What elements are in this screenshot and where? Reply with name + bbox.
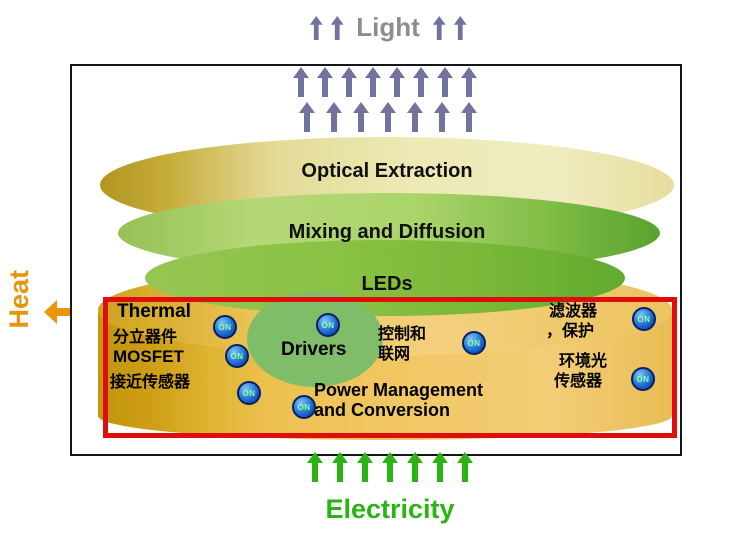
module-control-networking-label-line1: 控制和 bbox=[378, 326, 427, 343]
up-arrow-icon bbox=[330, 15, 344, 40]
layer-leds-label: LEDs bbox=[361, 273, 413, 295]
on-badge-label: ON bbox=[321, 320, 335, 330]
left-arrow-icon bbox=[44, 300, 74, 324]
light-label-row: Light bbox=[308, 12, 468, 43]
up-arrow-icon bbox=[299, 102, 315, 134]
up-arrow-icon bbox=[317, 67, 333, 97]
up-arrow-icon bbox=[432, 15, 446, 40]
up-arrow-icon bbox=[332, 452, 348, 482]
up-arrow-icon bbox=[365, 67, 381, 97]
module-mosfet-label: MOSFET bbox=[113, 347, 184, 366]
on-badge-proximity-sensor[interactable]: ON bbox=[237, 381, 261, 405]
heat-label: Heat bbox=[4, 270, 34, 329]
on-badge-thermal[interactable]: ON bbox=[213, 315, 237, 339]
electricity-arrow-row bbox=[307, 452, 473, 482]
light-flow-arrow-row-lower bbox=[299, 102, 477, 134]
on-badge-label: ON bbox=[297, 402, 311, 412]
module-control-networking-label-line2: 联网 bbox=[378, 346, 411, 363]
up-arrow-icon bbox=[407, 452, 423, 482]
on-badge-ambient-light-sensor[interactable]: ON bbox=[631, 367, 655, 391]
up-arrow-icon bbox=[457, 452, 473, 482]
module-filter-protection-label-line1: 滤波器 bbox=[549, 303, 598, 320]
up-arrow-icon bbox=[309, 15, 323, 40]
layer-mixing-diffusion-label: Mixing and Diffusion bbox=[288, 221, 486, 243]
up-arrow-icon bbox=[326, 102, 342, 134]
light-flow-arrow-row-upper bbox=[293, 67, 477, 97]
up-arrow-icon bbox=[461, 67, 477, 97]
layer-optical-extraction-label: Optical Extraction bbox=[301, 160, 473, 182]
on-badge-filter-protection[interactable]: ON bbox=[632, 307, 656, 331]
on-badge-label: ON bbox=[242, 388, 256, 398]
up-arrow-icon bbox=[413, 67, 429, 97]
module-ambient-light-sensor-label-line2: 传感器 bbox=[554, 373, 603, 390]
module-proximity-sensor-label: 接近传感器 bbox=[110, 374, 191, 391]
module-filter-protection-label-line2: ，保护 bbox=[546, 323, 595, 340]
up-arrow-icon bbox=[380, 102, 396, 134]
up-arrow-icon bbox=[341, 67, 357, 97]
module-ambient-light-sensor-label-line1: 环境光 bbox=[559, 353, 608, 370]
module-drivers-label: Drivers bbox=[281, 339, 347, 360]
on-badge-label: ON bbox=[230, 351, 244, 361]
up-arrow-icon bbox=[437, 67, 453, 97]
on-badge-label: ON bbox=[637, 314, 651, 324]
light-label: Light bbox=[356, 12, 420, 42]
up-arrow-icon bbox=[434, 102, 450, 134]
up-arrow-icon bbox=[432, 452, 448, 482]
module-power-management-label-line1: Power Management bbox=[314, 380, 484, 400]
up-arrow-icon bbox=[453, 15, 467, 40]
up-arrow-icon bbox=[293, 67, 309, 97]
module-discrete-devices-label: 分立器件 bbox=[113, 329, 178, 346]
on-badge-label: ON bbox=[636, 374, 650, 384]
up-arrow-icon bbox=[353, 102, 369, 134]
on-badge-mosfet[interactable]: ON bbox=[225, 344, 249, 368]
on-badge-control-networking[interactable]: ON bbox=[462, 331, 486, 355]
system-stack-panel: Optical Extraction Mixing and Diffusion … bbox=[70, 64, 682, 456]
up-arrow-icon bbox=[307, 452, 323, 482]
electricity-label: Electricity bbox=[325, 494, 455, 524]
on-badge-label: ON bbox=[467, 338, 481, 348]
up-arrow-icon bbox=[389, 67, 405, 97]
module-thermal-label: Thermal bbox=[117, 301, 191, 322]
on-badge-label: ON bbox=[218, 322, 232, 332]
on-badge-power-management[interactable]: ON bbox=[292, 395, 316, 419]
up-arrow-icon bbox=[382, 452, 398, 482]
module-power-management-label-line2: and Conversion bbox=[314, 400, 451, 420]
up-arrow-icon bbox=[461, 102, 477, 134]
up-arrow-icon bbox=[357, 452, 373, 482]
on-badge-drivers[interactable]: ON bbox=[316, 313, 340, 337]
electronics-highlight-outline bbox=[103, 297, 677, 438]
up-arrow-icon bbox=[407, 102, 423, 134]
